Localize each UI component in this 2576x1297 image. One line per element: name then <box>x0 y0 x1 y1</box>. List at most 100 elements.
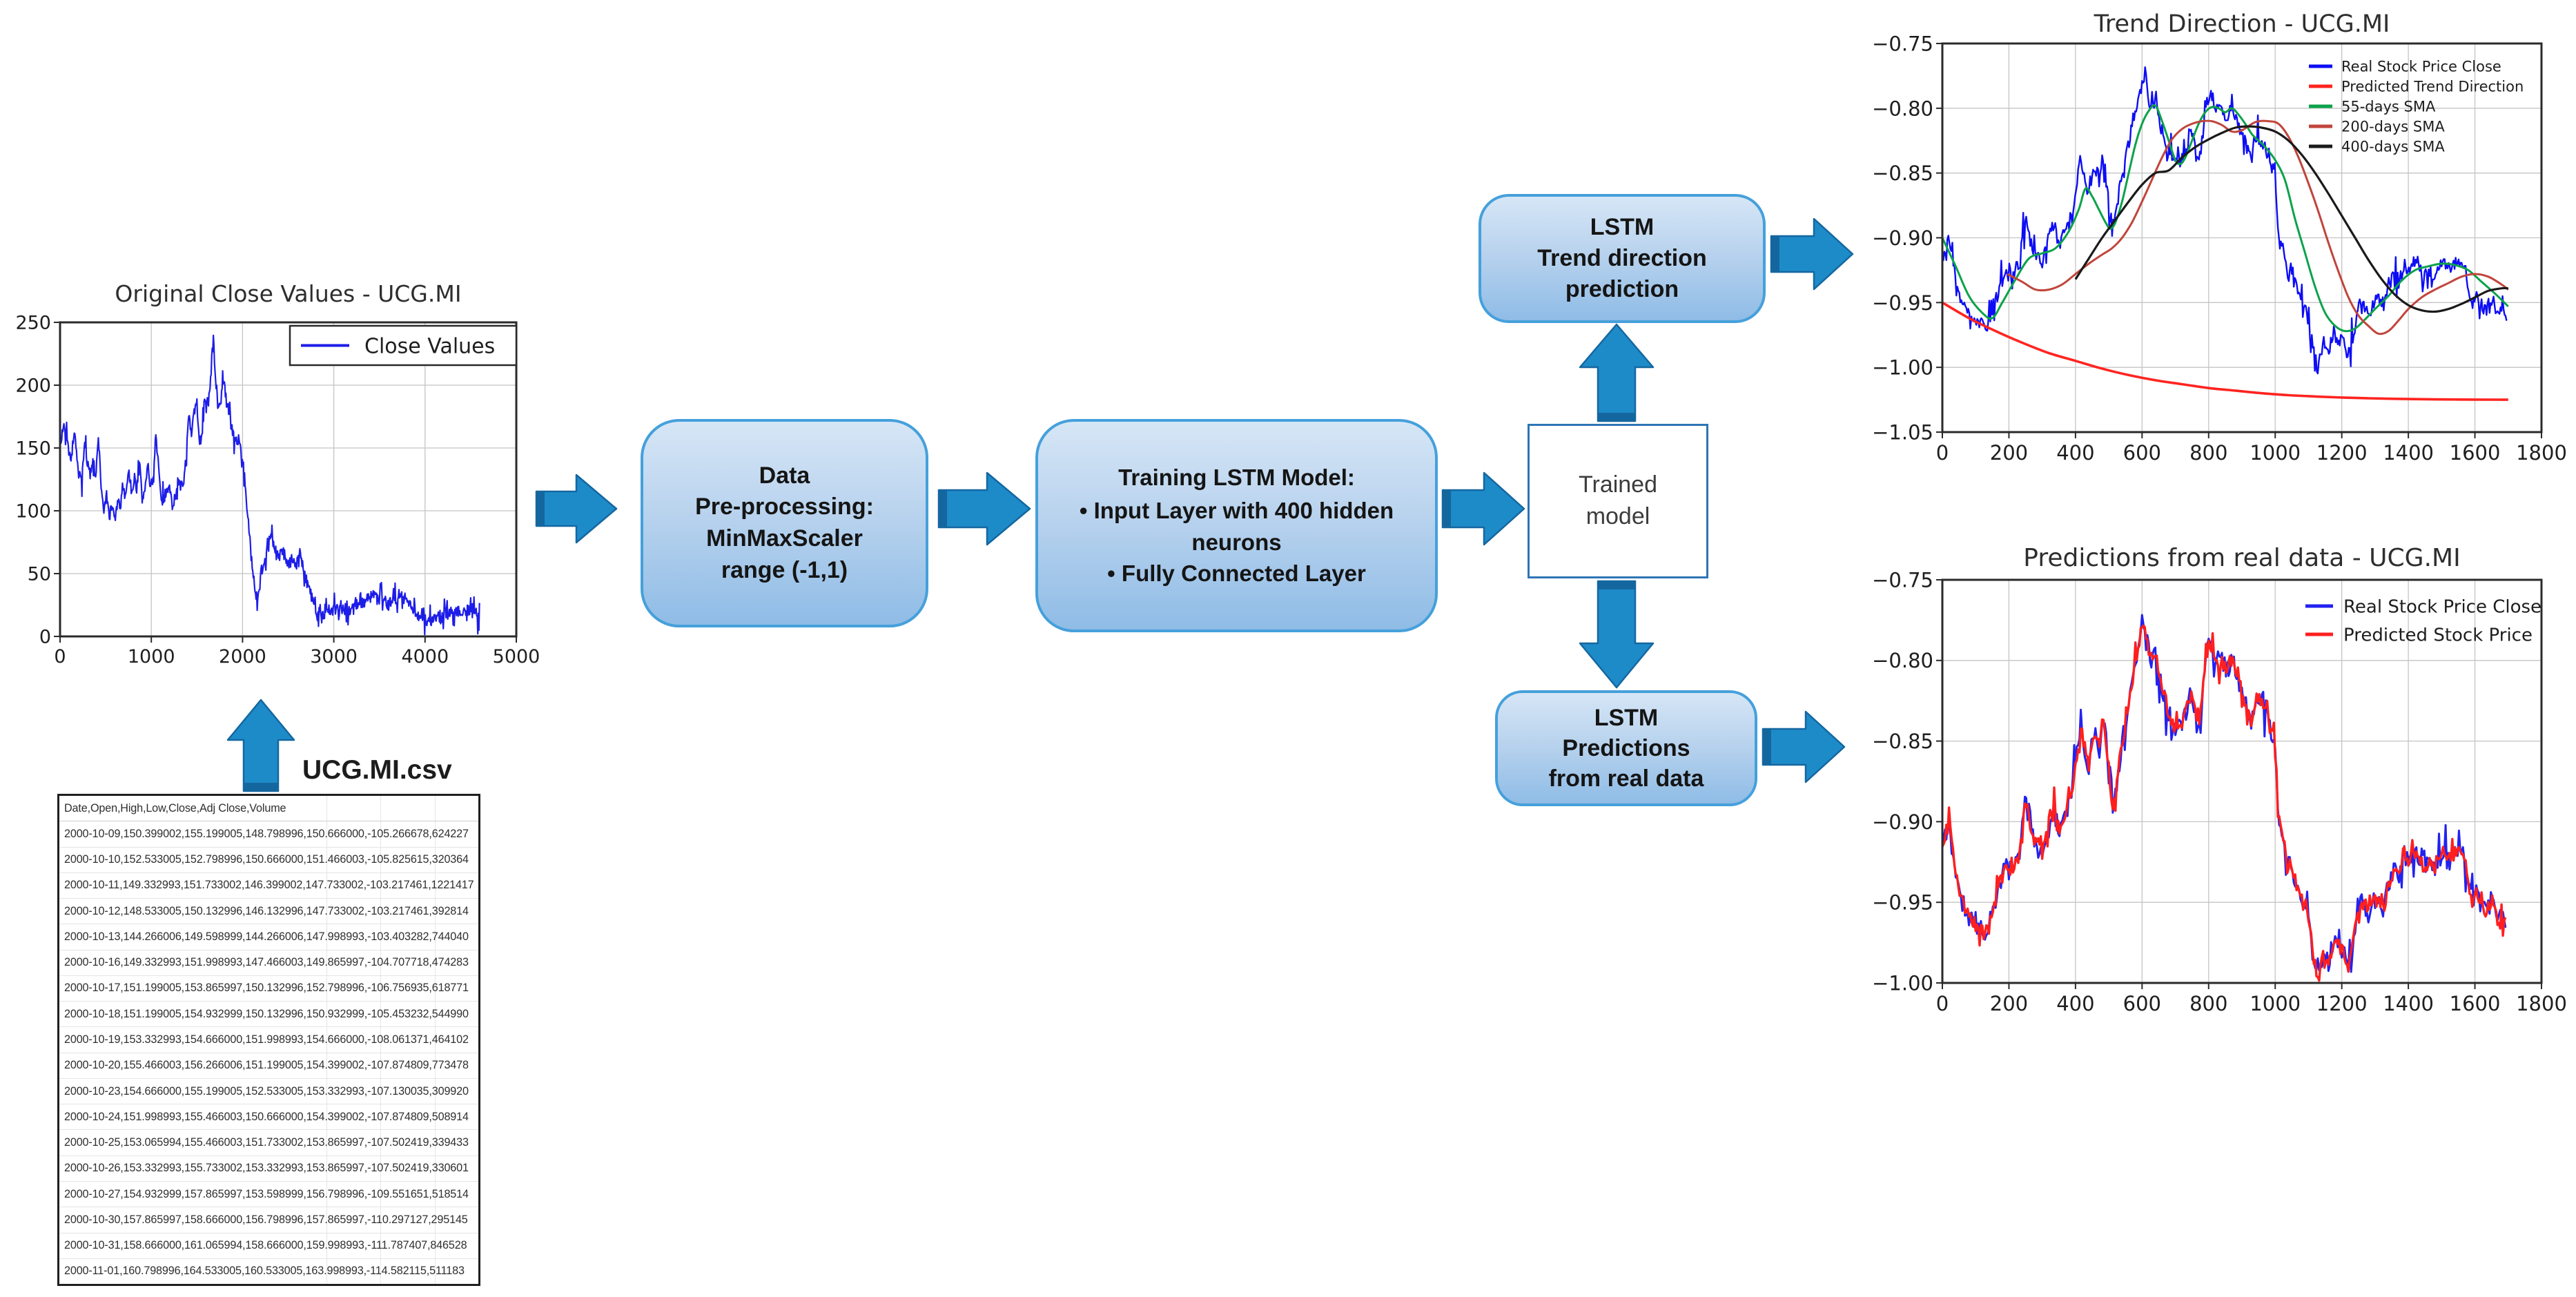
svg-text:−0.90: −0.90 <box>1872 810 1933 834</box>
box-line: Trend direction <box>1537 245 1707 272</box>
svg-text:0: 0 <box>1936 441 1949 465</box>
svg-text:−0.85: −0.85 <box>1872 162 1933 185</box>
arrow-predictions-to-chart-cap <box>1763 729 1771 765</box>
svg-text:2000: 2000 <box>219 646 266 667</box>
csv-data-row: 2000-10-25,153.065994,155.466003,151.733… <box>59 1130 478 1156</box>
svg-text:0: 0 <box>1936 992 1949 1015</box>
arrow-csv-to-chart-cap <box>244 783 278 791</box>
svg-text:1800: 1800 <box>2516 441 2567 465</box>
table-gridline <box>326 796 327 1284</box>
csv-data-row: 2000-10-11,149.332993,151.733002,146.399… <box>59 873 478 899</box>
svg-text:1600: 1600 <box>2450 441 2501 465</box>
svg-text:−0.80: −0.80 <box>1872 97 1933 120</box>
svg-text:800: 800 <box>2189 992 2227 1015</box>
svg-text:250: 250 <box>15 313 51 334</box>
svg-text:−0.90: −0.90 <box>1872 226 1933 250</box>
svg-text:1800: 1800 <box>2516 992 2567 1015</box>
svg-text:1000: 1000 <box>2250 992 2301 1015</box>
svg-text:0: 0 <box>54 646 66 667</box>
svg-text:200-days SMA: 200-days SMA <box>2341 119 2445 135</box>
svg-text:Real Stock Price Close: Real Stock Price Close <box>2341 59 2501 75</box>
csv-data-row: 2000-10-30,157.865997,158.666000,156.798… <box>59 1207 478 1233</box>
svg-text:1200: 1200 <box>2316 441 2368 465</box>
box-line: Trained <box>1578 471 1658 498</box>
csv-data-row: 2000-10-24,151.998993,155.466003,150.666… <box>59 1104 478 1131</box>
csv-data-row: 2000-10-17,151.199005,153.865997,150.132… <box>59 976 478 1002</box>
svg-text:400: 400 <box>2056 441 2094 465</box>
box-line: LSTM <box>1594 704 1659 731</box>
arrow-training-to-trained-cap <box>1443 490 1451 527</box>
svg-text:600: 600 <box>2123 441 2161 465</box>
csv-data-row: 2000-10-13,144.266006,149.598999,144.266… <box>59 924 478 950</box>
svg-text:3000: 3000 <box>310 646 358 667</box>
csv-data-row: 2000-11-01,160.798996,164.533005,160.533… <box>64 1265 465 1278</box>
arrow-training-to-trained <box>1441 471 1525 546</box>
svg-text:4000: 4000 <box>401 646 449 667</box>
svg-text:1600: 1600 <box>2450 992 2501 1015</box>
arrow-preprocess-to-training <box>937 471 1031 546</box>
svg-text:−1.05: −1.05 <box>1872 420 1933 444</box>
svg-text:−0.85: −0.85 <box>1872 730 1933 753</box>
arrow-csv-to-chart <box>226 699 295 792</box>
svg-text:−0.95: −0.95 <box>1872 891 1933 915</box>
svg-text:−0.95: −0.95 <box>1872 291 1933 315</box>
box-line: Pre-processing: <box>695 494 874 520</box>
arrow-trend-to-chart <box>1770 217 1854 291</box>
svg-text:0: 0 <box>39 627 51 648</box>
csv-data-row: 2000-10-10,152.533005,152.798996,150.666… <box>59 848 478 873</box>
csv-data-row: 2000-10-09,150.399002,155.199005,148.798… <box>59 821 478 848</box>
csv-data-row: 2000-10-20,155.466003,156.266006,151.199… <box>59 1053 478 1079</box>
svg-text:−1.00: −1.00 <box>1872 971 1933 995</box>
training-bullet-list: Input Layer with 400 hidden neurons Full… <box>1038 495 1435 589</box>
table-gridline <box>435 796 436 1284</box>
svg-text:1400: 1400 <box>2383 441 2434 465</box>
csv-data-row: 2000-10-16,149.332993,151.998993,147.466… <box>59 950 478 976</box>
svg-text:200: 200 <box>15 376 51 397</box>
svg-text:1400: 1400 <box>2383 992 2434 1015</box>
preprocessing-box: Data Pre-processing: MinMaxScaler range … <box>641 419 928 627</box>
arrow-trained-to-predictions <box>1579 580 1655 689</box>
svg-text:400-days SMA: 400-days SMA <box>2341 139 2445 155</box>
csv-data-row: 2000-10-27,154.932999,157.865997,153.598… <box>59 1182 478 1208</box>
csv-data-row: 2000-10-31,158.666000,161.065994,158.666… <box>59 1233 478 1259</box>
trend-prediction-box: LSTM Trend direction prediction <box>1479 194 1766 323</box>
svg-text:50: 50 <box>28 564 51 585</box>
table-gridline <box>380 796 381 1284</box>
svg-text:Predicted Trend Direction: Predicted Trend Direction <box>2341 79 2524 95</box>
box-line: Predictions <box>1562 734 1690 761</box>
svg-text:−1.00: −1.00 <box>1872 356 1933 380</box>
csv-data-row: 2000-10-19,153.332993,154.666000,151.998… <box>59 1027 478 1053</box>
arrow-trained-to-predictions-cap <box>1598 581 1635 589</box>
box-line: Data <box>759 462 810 489</box>
arrow-trained-to-trend-cap <box>1598 413 1635 421</box>
box-line: model <box>1585 503 1650 529</box>
svg-text:55-days SMA: 55-days SMA <box>2341 99 2436 115</box>
bullet-item: Input Layer with 400 hidden neurons <box>1059 495 1414 558</box>
svg-text:Real Stock Price Close: Real Stock Price Close <box>2343 596 2541 617</box>
svg-text:1200: 1200 <box>2316 992 2368 1015</box>
svg-text:400: 400 <box>2056 992 2094 1015</box>
svg-text:Close Values: Close Values <box>364 334 495 358</box>
svg-text:Predicted Stock Price: Predicted Stock Price <box>2343 625 2533 645</box>
arrow-preprocess-to-training-cap <box>939 490 947 527</box>
box-line: MinMaxScaler <box>706 525 863 552</box>
svg-text:1000: 1000 <box>2250 441 2301 465</box>
csv-header-row: Date,Open,High,Low,Close,Adj Close,Volum… <box>59 796 478 822</box>
svg-text:800: 800 <box>2189 441 2227 465</box>
csv-data-row: 2000-10-23,154.666000,155.199005,152.533… <box>59 1079 478 1105</box>
trained-model-box: Trained model <box>1528 424 1708 578</box>
box-line: range (-1,1) <box>721 556 848 583</box>
svg-text:1000: 1000 <box>128 646 175 667</box>
csv-table: Date,Open,High,Low,Close,Adj Close,Volum… <box>57 794 480 1286</box>
arrow-trained-to-trend <box>1579 323 1655 422</box>
svg-text:600: 600 <box>2123 992 2161 1015</box>
csv-data-row: 2000-10-12,148.533005,150.132996,146.132… <box>59 899 478 925</box>
box-line: prediction <box>1565 275 1679 302</box>
box-title: Training LSTM Model: <box>1118 465 1355 491</box>
arrow-trend-to-chart-cap <box>1771 236 1779 272</box>
chart-title: Trend Direction - UCG.MI <box>2094 10 2390 38</box>
